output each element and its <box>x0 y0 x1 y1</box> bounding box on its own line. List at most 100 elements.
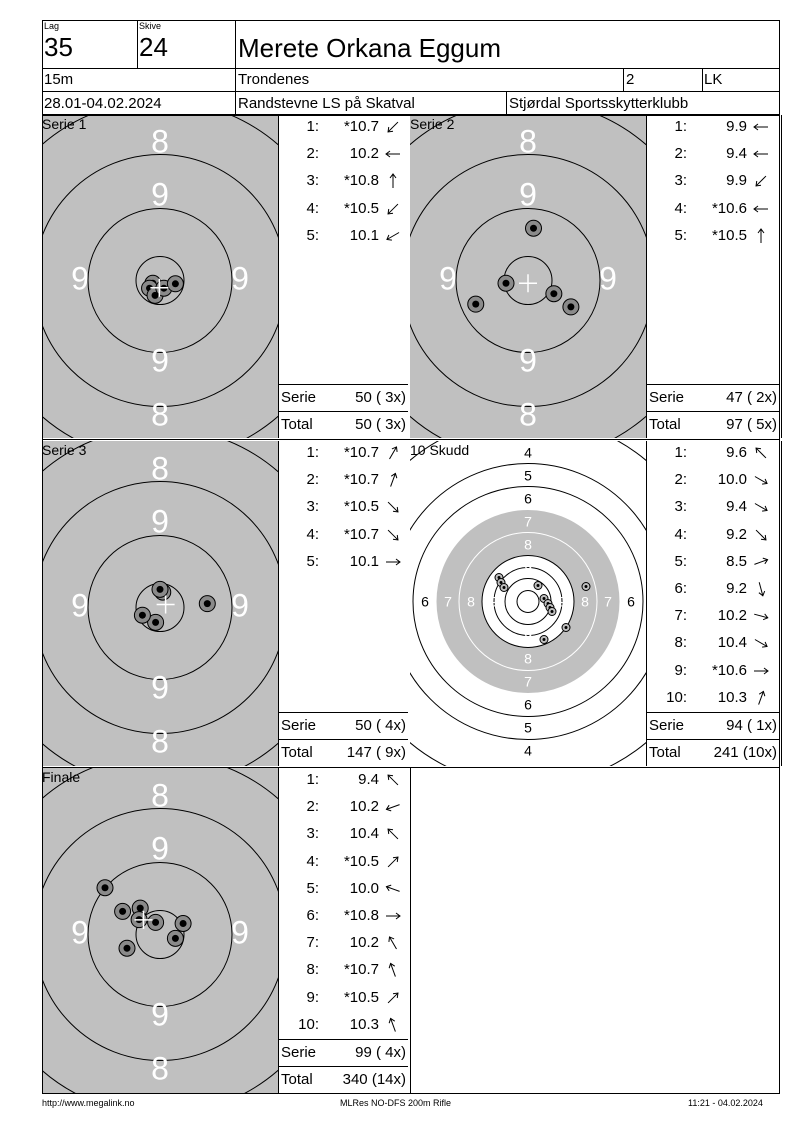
shot-row: 6:9.2 <box>647 580 781 600</box>
shot-number: 1: <box>306 771 319 788</box>
shot-row: 2:10.0 <box>647 471 781 491</box>
shot-direction-arrow-icon <box>751 633 771 653</box>
shot-row: 5:*10.5 <box>647 227 781 247</box>
shot-direction-arrow-icon <box>751 226 771 246</box>
panel-label: Serie 1 <box>42 116 87 132</box>
target-ring <box>412 486 644 717</box>
shot-row: 3:9.9 <box>647 172 781 192</box>
shot-hole-center <box>550 610 554 613</box>
shot-score: *10.5 <box>343 988 379 1006</box>
shot-number: 6: <box>306 907 319 924</box>
skive-value: 24 <box>139 32 168 62</box>
shot-score: *10.8 <box>343 172 379 190</box>
shot-direction-arrow-icon <box>751 171 771 191</box>
shot-direction-arrow-icon <box>383 470 403 490</box>
shot-row: 1:9.9 <box>647 118 781 138</box>
shot-hole-center <box>179 920 187 927</box>
total-value: 97 ( 5x) <box>726 416 777 433</box>
shot-direction-arrow-icon <box>383 797 403 817</box>
shot-score: *10.5 <box>343 199 379 217</box>
shot-hole-center <box>564 626 568 629</box>
shot-hole-center <box>584 585 588 588</box>
shot-number: 5: <box>674 552 687 570</box>
target-ring <box>410 463 646 740</box>
event-name: Randstevne LS på Skatval <box>238 95 415 112</box>
shot-direction-arrow-icon <box>751 606 771 626</box>
shot-hole-center <box>171 934 179 942</box>
shot-direction-arrow-icon <box>383 117 403 137</box>
ring-label: 8 <box>151 451 169 487</box>
ring-label: 9 <box>151 670 169 706</box>
total-label: Total <box>281 1071 313 1088</box>
shot-number: 5: <box>306 552 319 570</box>
ring-label: 9 <box>519 343 537 379</box>
total-value: 340 (14x) <box>342 1071 406 1088</box>
shot-score: 10.4 <box>717 634 747 652</box>
shot-direction-arrow-icon <box>751 199 771 219</box>
ring-label: 8 <box>524 651 532 667</box>
ring-label: 9 <box>524 628 532 644</box>
shot-hole-center <box>171 280 179 288</box>
shot-direction-arrow-icon <box>383 960 403 980</box>
shot-row: 10:10.3 <box>647 689 781 709</box>
serie-label: Serie <box>649 717 685 734</box>
shooter-name: Merete Orkana Eggum <box>238 33 502 63</box>
shot-direction-arrow-icon <box>383 933 403 953</box>
shot-direction-arrow-icon <box>751 661 771 681</box>
ring-label: 9 <box>71 588 89 624</box>
serie-label: Serie <box>281 1044 317 1061</box>
ring-label: 6 <box>524 491 532 507</box>
shot-row: 4:*10.7 <box>279 526 410 546</box>
shot-direction-arrow-icon <box>383 199 403 219</box>
shot-direction-arrow-icon <box>383 226 403 246</box>
footer-url[interactable]: http://www.megalink.no <box>42 1098 135 1108</box>
shot-row: 3:9.4 <box>647 498 781 518</box>
target-ring <box>455 208 601 353</box>
shot-score: *10.6 <box>711 199 747 217</box>
shot-row: 5:10.1 <box>279 553 410 573</box>
ring-label: 9 <box>231 261 249 297</box>
shot-score: *10.7 <box>343 118 379 135</box>
shot-direction-arrow-icon <box>383 988 403 1008</box>
target-ring <box>435 509 621 694</box>
serie-label: Serie <box>281 717 317 734</box>
shot-score: 9.4 <box>726 498 747 516</box>
total-label: Total <box>649 744 681 761</box>
serie-value: 94 ( 1x) <box>726 717 777 734</box>
ring-label: 9 <box>71 261 89 297</box>
ring-label: 6 <box>627 594 635 610</box>
target-ring <box>87 208 233 353</box>
target-ring <box>481 555 575 648</box>
shot-row: 8:*10.7 <box>279 961 410 981</box>
shot-hole-center <box>123 944 131 952</box>
shot-row: 9:*10.5 <box>279 989 410 1009</box>
lag-caption: Lag <box>44 21 60 31</box>
shot-hole-center <box>152 618 160 626</box>
shot-direction-arrow-icon <box>383 525 403 545</box>
shot-number: 8: <box>674 634 687 652</box>
shot-row: 4:*10.5 <box>279 853 410 873</box>
shot-row: 7:10.2 <box>279 934 410 954</box>
shot-direction-arrow-icon <box>383 852 403 872</box>
event-dates: 28.01-04.02.2024 <box>44 95 162 112</box>
shot-score: 8.5 <box>726 552 747 570</box>
shot-number: 4: <box>674 525 687 543</box>
shot-row: 10:10.3 <box>279 1016 410 1036</box>
shot-number: 4: <box>306 199 319 217</box>
shot-direction-arrow-icon <box>383 497 403 517</box>
shot-direction-arrow-icon <box>383 906 403 926</box>
shot-row: 5: 8.5 <box>647 553 781 573</box>
shot-row: 2:10.2 <box>279 798 410 818</box>
ring-label: 8 <box>151 124 169 160</box>
ring-label: 5 <box>524 468 532 484</box>
shot-number: 5: <box>674 226 687 244</box>
serie-value: 47 ( 2x) <box>726 389 777 406</box>
shot-score: 9.6 <box>726 444 747 461</box>
total-value: 147 ( 9x) <box>346 744 406 761</box>
